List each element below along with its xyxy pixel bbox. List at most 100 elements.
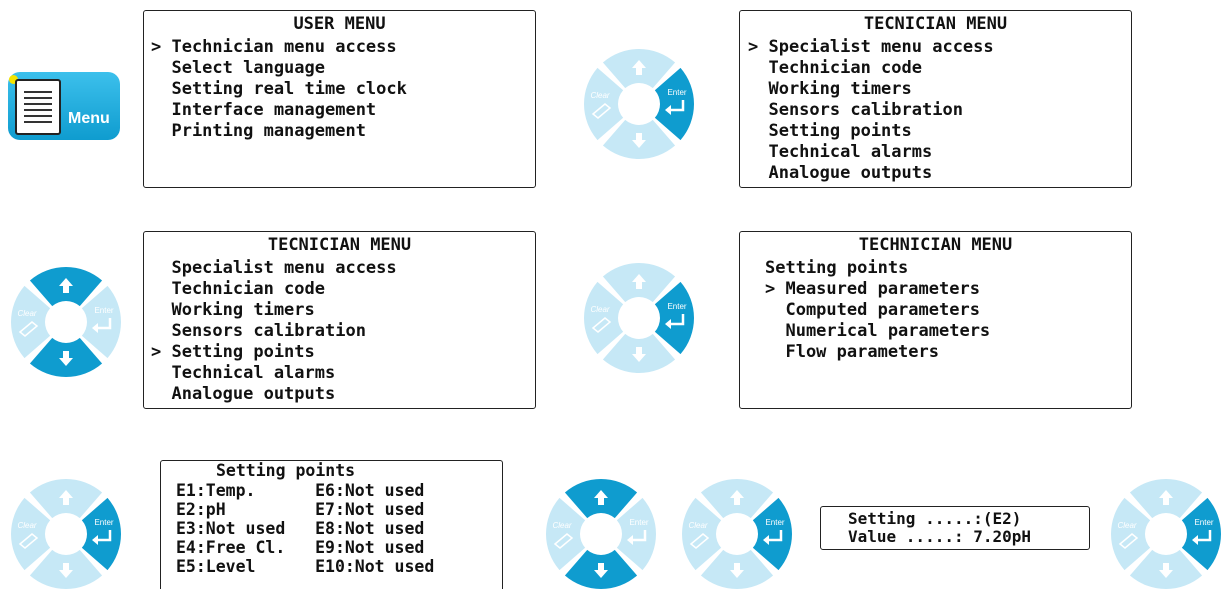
clear-button[interactable] bbox=[584, 67, 624, 141]
screen-title: Setting points bbox=[216, 461, 356, 480]
enter-button[interactable] bbox=[616, 497, 656, 571]
clear-button[interactable] bbox=[682, 497, 722, 571]
technician-menu-screen-1: TECNICIAN MENU > Specialist menu access … bbox=[739, 10, 1132, 188]
clear-label: Clear bbox=[552, 521, 571, 530]
user-menu-screen: USER MENU > Technician menu access Selec… bbox=[143, 10, 536, 188]
down-arrow-icon bbox=[632, 347, 646, 362]
menu-line[interactable]: > Measured parameters bbox=[765, 279, 980, 299]
return-arrow-head-icon bbox=[665, 105, 671, 115]
return-arrow-head-icon bbox=[1192, 535, 1198, 545]
menu-line[interactable]: > Setting points bbox=[151, 342, 315, 362]
screen-title: TECNICIAN MENU bbox=[267, 235, 412, 255]
enter-label: Enter bbox=[1194, 518, 1213, 527]
menu-line[interactable]: Flow parameters bbox=[765, 342, 939, 362]
setting-line: Setting .....:(E2) bbox=[848, 509, 1022, 528]
indicator-dot bbox=[9, 75, 18, 84]
clear-label: Clear bbox=[1117, 521, 1136, 530]
enter-label: Enter bbox=[667, 302, 686, 311]
setting-points-menu-screen: TECHNICIAN MENU Setting points > Measure… bbox=[739, 231, 1132, 409]
menu-line[interactable]: Computed parameters bbox=[765, 300, 980, 320]
enter-button[interactable] bbox=[752, 497, 792, 571]
up-arrow-icon bbox=[59, 490, 73, 505]
clear-button[interactable] bbox=[11, 497, 51, 571]
return-arrow-head-icon bbox=[92, 535, 98, 545]
down-arrow-icon bbox=[632, 133, 646, 148]
enter-label: Enter bbox=[94, 306, 113, 315]
menu-line[interactable]: Numerical parameters bbox=[765, 321, 991, 341]
menu-line[interactable]: Sensors calibration bbox=[748, 100, 963, 120]
down-arrow-icon bbox=[730, 563, 744, 578]
up-arrow-icon bbox=[594, 490, 608, 505]
screen-title: TECNICIAN MENU bbox=[863, 14, 1008, 34]
menu-line[interactable]: Specialist menu access bbox=[151, 258, 397, 278]
menu-line[interactable]: Working timers bbox=[748, 79, 912, 99]
enter-button[interactable] bbox=[81, 497, 121, 571]
down-arrow-icon bbox=[59, 351, 73, 366]
enter-button[interactable] bbox=[81, 285, 121, 359]
value-line[interactable]: Value .....: 7.20pH bbox=[848, 527, 1032, 546]
menu-line[interactable]: Sensors calibration bbox=[151, 321, 366, 341]
keypad-3[interactable]: Enter Clear bbox=[583, 262, 695, 374]
return-arrow-head-icon bbox=[627, 535, 633, 545]
return-arrow-icon bbox=[667, 100, 685, 112]
return-arrow-icon bbox=[667, 314, 685, 326]
down-arrow-icon bbox=[1159, 563, 1173, 578]
menu-line[interactable]: Technical alarms bbox=[151, 363, 336, 383]
menu-line[interactable]: Select language bbox=[151, 58, 325, 78]
menu-button[interactable]: Menu bbox=[8, 72, 120, 140]
setting-point-row[interactable]: E1:Temp. E6:Not used bbox=[176, 481, 425, 500]
clear-button[interactable] bbox=[546, 497, 586, 571]
menu-line[interactable]: Printing management bbox=[151, 121, 366, 141]
setting-value-screen: Setting .....:(E2) Value .....: 7.20pH bbox=[820, 506, 1090, 550]
setting-points-screen: Setting points E1:Temp. E6:Not used E2:p… bbox=[160, 460, 503, 589]
eraser-icon bbox=[553, 533, 574, 549]
up-arrow-icon bbox=[632, 274, 646, 289]
enter-label: Enter bbox=[94, 518, 113, 527]
setting-point-row[interactable]: E2:pH E7:Not used bbox=[176, 500, 425, 519]
menu-line[interactable]: > Specialist menu access bbox=[748, 37, 994, 57]
eraser-icon bbox=[591, 317, 612, 333]
menu-line[interactable]: Setting real time clock bbox=[151, 79, 407, 99]
clear-button[interactable] bbox=[584, 281, 624, 355]
clear-button[interactable] bbox=[1111, 497, 1151, 571]
return-arrow-icon bbox=[1194, 530, 1212, 542]
menu-line[interactable]: Technical alarms bbox=[748, 142, 933, 162]
menu-line[interactable]: Setting points bbox=[748, 121, 912, 141]
menu-line[interactable]: Technician code bbox=[748, 58, 922, 78]
return-arrow-head-icon bbox=[763, 535, 769, 545]
down-arrow-icon bbox=[59, 563, 73, 578]
eraser-icon bbox=[591, 103, 612, 119]
eraser-icon bbox=[18, 533, 39, 549]
setting-point-row[interactable]: E3:Not used E8:Not used bbox=[176, 519, 425, 538]
keypad-7[interactable]: Enter Clear bbox=[1110, 478, 1222, 590]
menu-line[interactable]: > Technician menu access bbox=[151, 37, 397, 57]
up-arrow-icon bbox=[730, 490, 744, 505]
up-arrow-icon bbox=[59, 278, 73, 293]
eraser-icon bbox=[689, 533, 710, 549]
menu-line[interactable]: Technician code bbox=[151, 279, 325, 299]
screen-title: USER MENU bbox=[293, 14, 386, 34]
enter-button[interactable] bbox=[654, 281, 694, 355]
menu-line[interactable]: Interface management bbox=[151, 100, 377, 120]
enter-button[interactable] bbox=[654, 67, 694, 141]
clear-label: Clear bbox=[590, 305, 609, 314]
document-icon bbox=[15, 79, 61, 135]
enter-button[interactable] bbox=[1181, 497, 1221, 571]
return-arrow-head-icon bbox=[92, 323, 98, 333]
clear-button[interactable] bbox=[11, 285, 51, 359]
menu-line[interactable]: Analogue outputs bbox=[151, 384, 336, 404]
setting-point-row[interactable]: E4:Free Cl. E9:Not used bbox=[176, 538, 425, 557]
menu-line[interactable]: Analogue outputs bbox=[748, 163, 933, 183]
menu-line[interactable]: Working timers bbox=[151, 300, 315, 320]
return-arrow-icon bbox=[94, 318, 112, 330]
clear-label: Clear bbox=[590, 91, 609, 100]
eraser-icon bbox=[18, 321, 39, 337]
up-arrow-icon bbox=[1159, 490, 1173, 505]
setting-point-row[interactable]: E5:Level E10:Not used bbox=[176, 557, 435, 576]
return-arrow-icon bbox=[765, 530, 783, 542]
